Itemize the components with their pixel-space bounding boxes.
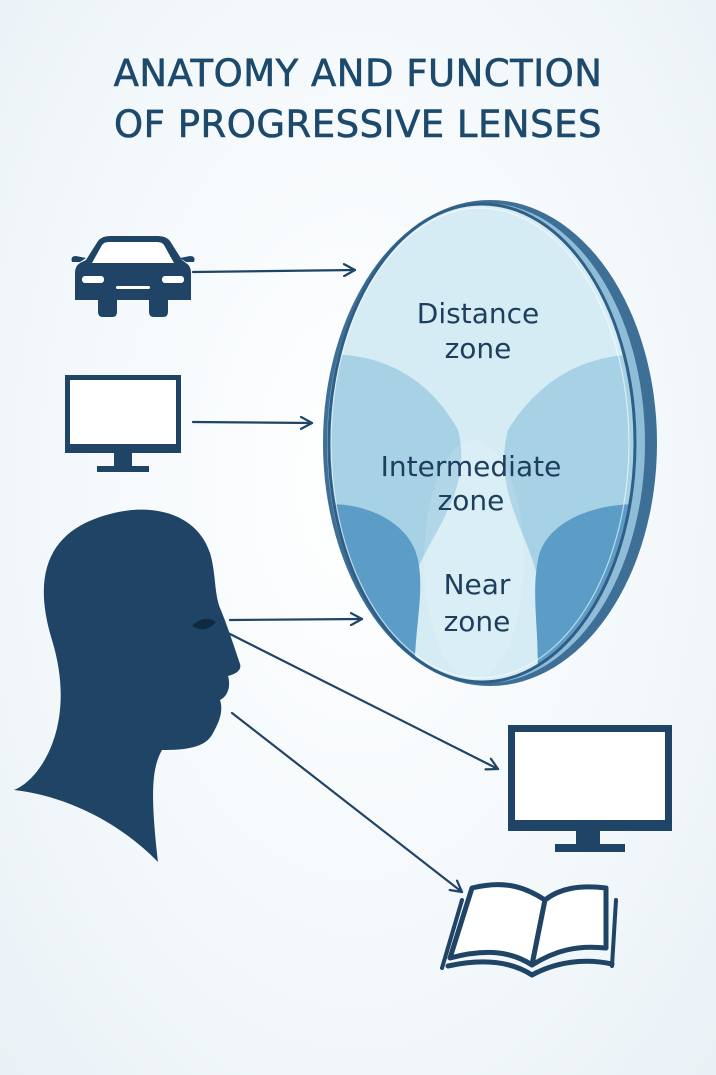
arrow-mouth-to-book	[230, 711, 464, 894]
lens: Distance zone Intermediate zone Near zon…	[323, 200, 657, 686]
near-zone-label-2: zone	[444, 605, 511, 638]
arrow-car-to-distance	[191, 270, 357, 272]
monitor-icon-top	[65, 375, 181, 472]
distance-zone-label-2: zone	[445, 332, 512, 365]
intermediate-zone-label-2: zone	[438, 484, 505, 517]
near-zone-label-1: Near	[444, 568, 511, 601]
open-book-icon	[440, 882, 618, 978]
arrow-eye-to-near	[228, 619, 364, 620]
monitor-icon-bottom	[508, 725, 672, 852]
diagram-title-line-1: ANATOMY AND FUNCTION	[113, 52, 603, 96]
arrows	[191, 270, 500, 894]
car-icon	[71, 236, 195, 317]
arrow-monitor-to-intermediate	[191, 422, 314, 423]
intermediate-zone-label-1: Intermediate	[381, 450, 562, 483]
head-profile-icon	[14, 509, 241, 862]
distance-zone-label-1: Distance	[417, 297, 539, 330]
eye-icon	[192, 618, 216, 630]
diagram-title-line-2: OF PROGRESSIVE LENSES	[114, 103, 602, 147]
arrow-eye-to-monitor	[226, 631, 500, 769]
